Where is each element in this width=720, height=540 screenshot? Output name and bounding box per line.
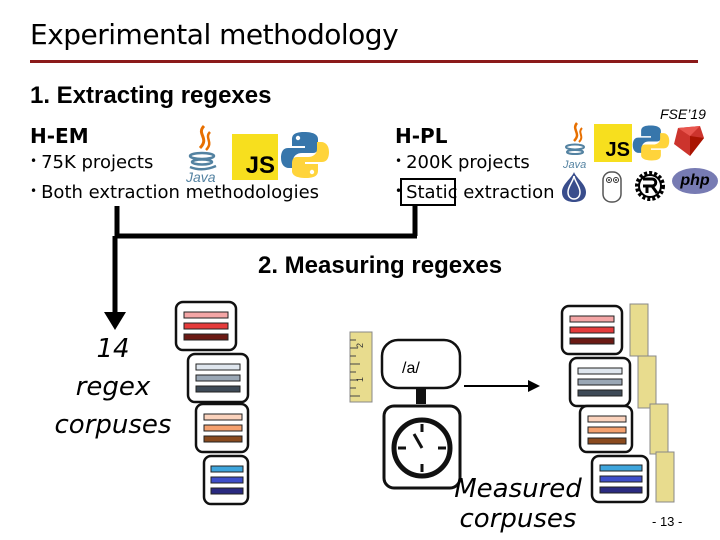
hem-bullet-1: •75K projects <box>30 152 154 173</box>
corpus-document-2-icon <box>186 352 250 404</box>
js-logo-text: JS <box>245 152 275 179</box>
java-logo-text: Java <box>185 169 216 184</box>
ruler-mark-1: 1 <box>355 377 365 382</box>
measured-ruler-2 <box>637 355 657 409</box>
corpus-count-label: 14 regex corpuses <box>48 330 178 444</box>
measured-ruler-4 <box>655 451 675 503</box>
hem-bullet-1-text: 75K projects <box>41 152 154 173</box>
measured-corpuses-label: Measured corpuses <box>448 474 588 534</box>
measure-arrow-head <box>528 380 540 392</box>
static-highlight-box <box>400 178 456 206</box>
java-logo-text-2: Java <box>562 159 586 170</box>
corpus-count-number: 14 <box>96 334 130 364</box>
javascript-logo-icon-2: JS <box>594 124 632 162</box>
rust-logo-icon <box>632 168 668 204</box>
measured-document-1-icon <box>560 304 624 356</box>
measured-label-line1: Measured <box>454 474 582 504</box>
section-heading-measuring: 2. Measuring regexes <box>258 252 503 279</box>
measured-document-2-icon <box>568 356 632 408</box>
corpus-document-4-icon <box>202 454 250 506</box>
slide-title: Experimental methodology <box>30 18 399 51</box>
php-logo-text: php <box>680 172 710 189</box>
corpus-document-1-icon <box>174 300 238 352</box>
ruler-mark-2: 2 <box>355 343 365 348</box>
measured-corpus-stack-icon <box>560 303 675 504</box>
perl-onion-logo-icon <box>558 170 590 204</box>
scale-needle <box>412 433 424 449</box>
php-logo-icon: php <box>672 168 718 194</box>
corpus-label-regex: regex <box>75 372 151 402</box>
measured-label-line2: corpuses <box>459 504 577 534</box>
page-number: - 13 - <box>652 514 683 529</box>
reference-label: FSE’19 <box>660 106 706 122</box>
javascript-logo-icon: JS <box>232 134 278 180</box>
scale-bowl <box>380 338 462 390</box>
section-heading-extracting: 1. Extracting regexes <box>30 82 272 109</box>
hpl-heading: H-PL <box>395 124 448 148</box>
hem-heading: H-EM <box>30 124 89 148</box>
title-divider <box>30 60 698 63</box>
regex-sample-text: /a/ <box>402 360 420 377</box>
hpl-bullet-1-text: 200K projects <box>406 152 530 173</box>
corpus-document-3-icon <box>194 402 250 454</box>
corpus-label-corpuses: corpuses <box>54 410 172 440</box>
down-arrow-head <box>104 312 126 330</box>
ruler-icon: 2 1 <box>349 331 373 403</box>
measured-ruler-1 <box>629 303 649 357</box>
java-logo-icon: Java <box>182 122 224 185</box>
measured-document-3-icon <box>578 404 634 454</box>
scale-stem <box>416 388 426 404</box>
regex-corpus-stack-icon <box>174 300 250 506</box>
hpl-bullet-2-text: Static extraction <box>406 182 555 203</box>
measured-ruler-3 <box>649 403 669 455</box>
scale-icon <box>380 338 462 490</box>
ruby-logo-icon <box>672 124 706 158</box>
hpl-bullet-2: •Static extraction <box>395 182 555 203</box>
java-logo-icon: Java <box>560 120 592 171</box>
python-logo-icon <box>280 130 330 180</box>
go-gopher-logo-icon <box>598 168 626 204</box>
js-logo-text-2: JS <box>605 139 630 161</box>
python-logo-icon-2 <box>632 124 670 162</box>
measured-document-4-icon <box>590 454 650 504</box>
hem-bullet-2-text: Both extraction methodologies <box>41 182 320 203</box>
hpl-bullet-1: •200K projects <box>395 152 530 173</box>
hem-bullet-2: •Both extraction methodologies <box>30 182 320 203</box>
